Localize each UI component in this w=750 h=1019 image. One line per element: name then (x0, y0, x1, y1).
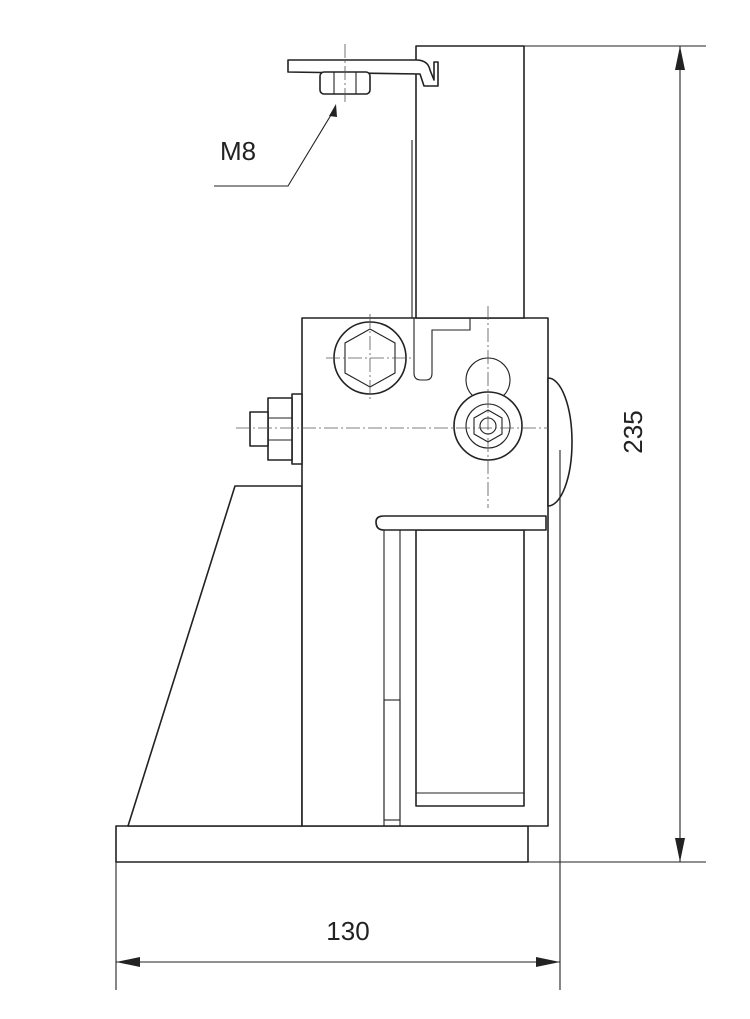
roller-wheel (547, 377, 573, 507)
m8-leader-line (214, 109, 335, 187)
slide-column-lower (415, 529, 525, 807)
base-plate (115, 825, 529, 863)
width-arrow-right (536, 957, 560, 967)
height-arrow-top (675, 46, 685, 70)
m8-leader-arrow (329, 104, 337, 117)
lifting-toe (375, 515, 547, 531)
height-dimension-label: 235 (618, 410, 648, 453)
m8-label: M8 (220, 136, 256, 166)
height-arrow-bottom (675, 838, 685, 862)
width-dimension-label: 130 (326, 916, 369, 946)
width-arrow-left (116, 957, 140, 967)
guide-slot (383, 699, 401, 821)
side-bolt-head (249, 411, 269, 447)
support-rib (127, 485, 303, 827)
slide-column-upper (415, 45, 525, 319)
side-bolt-washer (291, 393, 303, 465)
side-bolt-nut (267, 397, 293, 461)
body-slot (413, 318, 471, 381)
